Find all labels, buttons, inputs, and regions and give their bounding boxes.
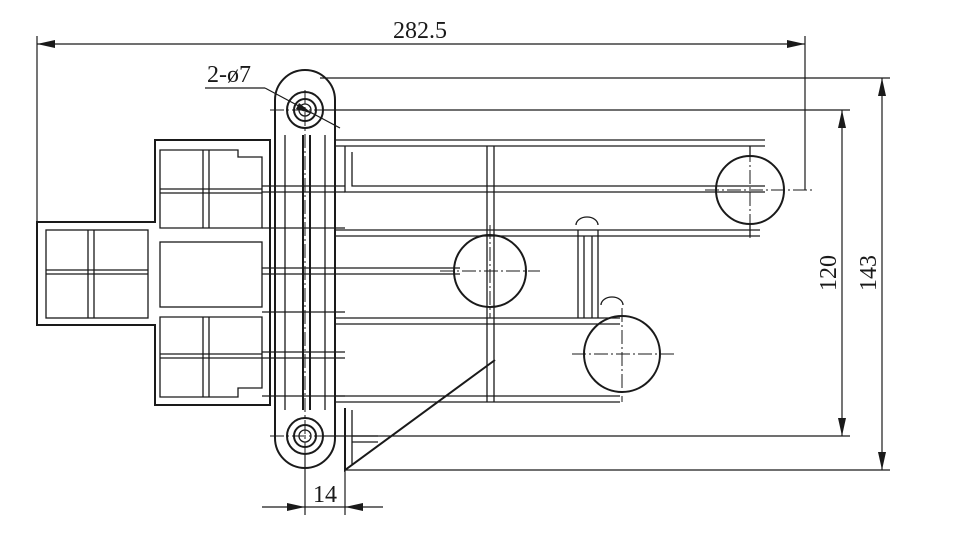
mounting-plate [274,69,336,469]
hole-spec-label: 2-ø7 [207,62,251,88]
hub-middle [440,225,540,318]
dimension-282-5-label: 282.5 [393,18,447,44]
frame-rails [262,139,765,403]
dimension-height-120: 120 [322,109,850,437]
diagonal-brace [344,359,496,472]
left-block [36,139,271,406]
center-lines [270,90,345,460]
hub-bottom-right [572,308,675,402]
dimension-lug-width: 14 [262,455,383,515]
dimension-143-label: 143 [856,255,882,291]
dimension-height-143: 143 [320,77,890,471]
dimension-overall-length: 282.5 [36,18,806,225]
hub-top-right [705,146,815,238]
dimension-14-label: 14 [313,482,337,508]
dimension-120-label: 120 [816,255,842,291]
dimension-hole-callout: 2-ø7 [205,62,341,129]
